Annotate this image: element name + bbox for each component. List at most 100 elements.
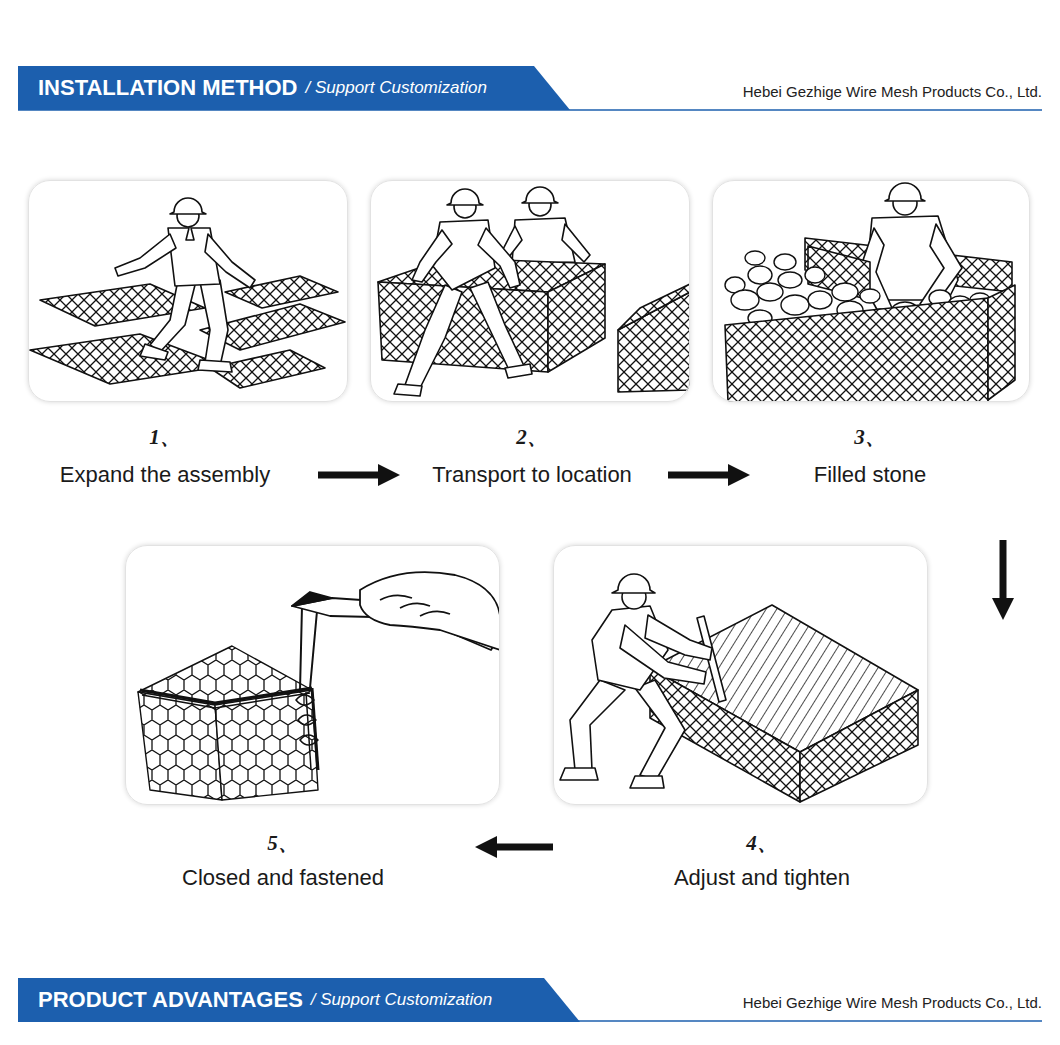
- step-panel: 2、 Transport to location: [400, 180, 668, 495]
- panel-frame: [28, 180, 348, 402]
- panel-frame: [712, 180, 1030, 402]
- fasten-illustration: [138, 692, 222, 800]
- transport-illustration: [505, 364, 532, 378]
- adjust-illustration: [630, 776, 664, 788]
- transport-illustration: [405, 285, 462, 388]
- expand-illustration: [186, 228, 194, 240]
- label-slot: Hebei Gezhige Wire Mesh Products Co., Lt…: [743, 83, 1042, 101]
- fasten-illustration: [360, 572, 500, 650]
- adjust-illustration: [635, 680, 685, 780]
- step-number: 1、: [149, 425, 181, 449]
- caption-slot: 2、: [516, 425, 548, 449]
- expand-illustration: [200, 280, 228, 366]
- flow-arrow: [318, 472, 378, 479]
- section-subtitle: / Support Customization: [311, 989, 492, 1011]
- caption-slot: 5、: [267, 831, 299, 855]
- transport-illustration: [478, 228, 520, 288]
- expand-illustration: [30, 334, 225, 384]
- stone-fill-illustration: [988, 285, 1015, 400]
- step-number: 2、: [516, 425, 548, 449]
- caption-slot: Closed and fastened: [182, 865, 384, 891]
- step-caption: Expand the assembly: [60, 462, 270, 488]
- caption-slot: Filled stone: [814, 462, 927, 488]
- banner-fill: [18, 66, 570, 110]
- fasten-illustration: [138, 572, 500, 800]
- expand-illustration: [205, 234, 255, 288]
- panel-frame: [370, 180, 690, 402]
- fasten-illustration: [140, 688, 312, 703]
- expand-illustration: [30, 198, 345, 388]
- caption-slot: 4、: [746, 831, 778, 855]
- caption-slot: Expand the assembly: [60, 462, 270, 488]
- stone-fill-illustration: [774, 254, 796, 270]
- stone-fill-illustration: [725, 183, 1015, 402]
- stone-fill-illustration: [805, 267, 825, 283]
- transport-illustration: [412, 230, 452, 282]
- fasten-illustration: [142, 693, 310, 708]
- flow-arrow: [668, 472, 728, 479]
- transport-illustration: [500, 187, 590, 264]
- flow-arrow: [1000, 540, 1007, 598]
- stone-fill-illustration: [781, 295, 809, 315]
- fasten-illustration: [215, 690, 318, 800]
- banner-row: PRODUCT ADVANTAGES / Support Customizatio…: [18, 978, 492, 1022]
- transport-illustration: [447, 189, 483, 205]
- transport-illustration: [548, 264, 605, 372]
- adjust-illustration: [560, 574, 726, 788]
- adjust-illustration: [560, 768, 598, 780]
- expand-illustration: [115, 198, 255, 372]
- stone-fill-illustration: [725, 298, 988, 402]
- step-panel: 3、Filled stone: [750, 180, 1010, 540]
- adjust-illustration: [612, 574, 655, 593]
- fasten-illustration: [296, 695, 318, 745]
- stone-fill-illustration: [860, 289, 880, 303]
- step-caption: Closed and fastened: [182, 865, 384, 891]
- caption-slot: Transport to location: [432, 462, 632, 488]
- stone-fill-illustration: [757, 283, 783, 301]
- expand-illustration: [140, 344, 168, 360]
- banner-row: INSTALLATION METHOD/ Support Customizati…: [18, 66, 487, 110]
- step-caption: Transport to location: [432, 462, 632, 488]
- banner-fill: [18, 978, 580, 1022]
- fasten-illustration: [380, 595, 450, 616]
- company-name: Hebei Gezhige Wire Mesh Products Co., Lt…: [743, 994, 1042, 1012]
- step-caption: Filled stone: [814, 462, 927, 488]
- stone-fill-illustration: [748, 266, 772, 284]
- expand-illustration: [150, 280, 195, 352]
- stone-fill-illustration: [858, 183, 962, 315]
- label-slot: Hebei Gezhige Wire Mesh Products Co., Lt…: [743, 994, 1042, 1012]
- fasten-illustration: [292, 572, 500, 650]
- step-panel: 4、 Adjust and tighten: [553, 620, 1010, 895]
- transport-illustration: [378, 187, 690, 396]
- transport-illustration: [378, 282, 548, 372]
- flow-arrow: [497, 844, 553, 851]
- section-subtitle: / Support Customization: [306, 77, 487, 99]
- stone-fill-illustration: [832, 283, 858, 301]
- adjust-illustration: [570, 680, 625, 770]
- section-banner: INSTALLATION METHOD/ Support Customizati…: [18, 66, 570, 110]
- expand-illustration: [115, 234, 176, 276]
- banner-rule: [18, 110, 1042, 1021]
- transport-illustration: [562, 224, 590, 262]
- transport-illustration: [618, 284, 690, 330]
- expand-illustration: [198, 360, 232, 372]
- transport-illustration: [470, 282, 525, 372]
- transport-illustration: [522, 187, 558, 203]
- adjust-illustration: [620, 625, 706, 684]
- panel-frame: [553, 545, 928, 805]
- caption-slot: 1、: [149, 425, 181, 449]
- stone-fill-illustration: [731, 290, 759, 310]
- company-name: Hebei Gezhige Wire Mesh Products Co., Lt…: [743, 83, 1042, 101]
- step-panel: 1、 Expand the assembly: [28, 180, 318, 495]
- expand-illustration: [170, 198, 206, 214]
- section-title: PRODUCT ADVANTAGES: [38, 987, 303, 1013]
- caption-slot: Adjust and tighten: [674, 865, 850, 891]
- fasten-illustration: [300, 600, 318, 690]
- step-number: 5、: [267, 831, 299, 855]
- step-number: 4、: [746, 831, 778, 855]
- step-panel: 5、 Closed and fastened: [125, 545, 475, 895]
